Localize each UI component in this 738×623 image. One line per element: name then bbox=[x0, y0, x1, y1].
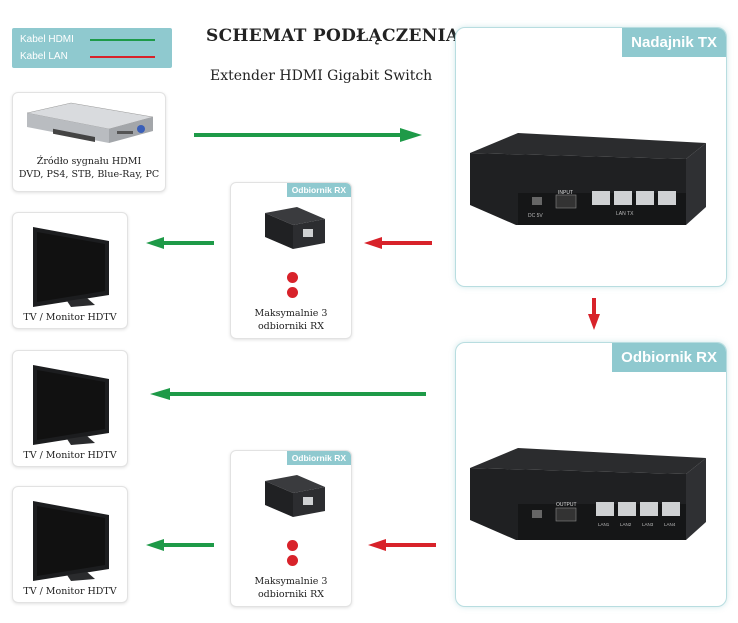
source-caption-line1: Źródło sygnału HDMI bbox=[36, 156, 142, 167]
source-card: Źródło sygnału HDMI DVD, PS4, STB, Blue-… bbox=[12, 92, 166, 192]
transmitter-input-label: INPUT bbox=[558, 190, 573, 196]
rx-unit-caption-2b: odbiorniki RX bbox=[257, 589, 325, 600]
receiver-panel: Odbiornik RX OUTPUT LAN1 LAN2 LAN3 LAN4 bbox=[455, 342, 727, 607]
transmitter-panel: Nadajnik TX DC 5V INPUT LAN TX bbox=[455, 27, 727, 287]
rx-unit-tab-2: Odbiornik RX bbox=[286, 451, 351, 465]
tv-caption-1: TV / Monitor HDTV bbox=[23, 312, 117, 323]
legend-lan-label: Kabel LAN bbox=[20, 51, 68, 62]
receiver-device-icon: OUTPUT LAN1 LAN2 LAN3 LAN4 bbox=[470, 448, 706, 540]
rx-unit-tab-1: Odbiornik RX bbox=[286, 183, 351, 197]
tv-monitor-icon-3 bbox=[33, 501, 109, 581]
legend-hdmi-label: Kabel HDMI bbox=[20, 34, 74, 45]
transmitter-device-icon: DC 5V INPUT LAN TX bbox=[470, 133, 706, 225]
rx-unit-icon-2 bbox=[265, 475, 325, 517]
legend-hdmi-line bbox=[90, 38, 155, 41]
lan-arrow-tx-to-receiver bbox=[588, 298, 600, 330]
receiver-port-label-3: LAN3 bbox=[642, 522, 654, 527]
rx-unit-caption-1a: Maksymalnie 3 bbox=[254, 308, 328, 319]
lan-arrow-tx-to-rx1 bbox=[364, 237, 432, 249]
tv-card-3: TV / Monitor HDTV bbox=[12, 486, 128, 603]
hdmi-arrow-rx1-to-tv1 bbox=[146, 237, 214, 249]
rx-dot-2b bbox=[287, 555, 298, 566]
transmitter-tab: Nadajnik TX bbox=[622, 28, 726, 57]
legend-lan: Kabel LAN bbox=[20, 48, 164, 65]
svg-text:DC 5V: DC 5V bbox=[528, 213, 543, 219]
receiver-port-label-4: LAN4 bbox=[664, 522, 676, 527]
rx-unit-icon-1 bbox=[265, 207, 325, 249]
tv-caption-3: TV / Monitor HDTV bbox=[23, 586, 117, 597]
hdmi-arrow-source-to-tx bbox=[194, 128, 422, 142]
diagram-subtitle: Extender HDMI Gigabit Switch bbox=[210, 68, 433, 84]
tv-monitor-icon-2 bbox=[33, 365, 109, 445]
receiver-output-label: OUTPUT bbox=[556, 502, 577, 508]
lan-arrow-receiver-to-rx2 bbox=[368, 539, 436, 551]
legend-hdmi: Kabel HDMI bbox=[20, 31, 164, 48]
rx-dot-1b bbox=[287, 287, 298, 298]
receiver-port-label-2: LAN2 bbox=[620, 522, 632, 527]
tv-monitor-icon-1 bbox=[33, 227, 109, 307]
source-caption-line2: DVD, PS4, STB, Blue-Ray, PC bbox=[18, 169, 160, 180]
legend-lan-line bbox=[90, 55, 155, 58]
rx-unit-card-2: Odbiornik RX Maksymalnie 3 odbiorniki RX bbox=[230, 450, 352, 607]
receiver-tab: Odbiornik RX bbox=[612, 343, 726, 372]
rx-dot-2a bbox=[287, 540, 298, 551]
dvd-player-icon bbox=[26, 102, 154, 143]
rx-dot-1a bbox=[287, 272, 298, 283]
tv-card-2: TV / Monitor HDTV bbox=[12, 350, 128, 467]
rx-unit-card-1: Odbiornik RX Maksymalnie 3 odbiorniki RX bbox=[230, 182, 352, 339]
receiver-port-label-1: LAN1 bbox=[598, 522, 610, 527]
hdmi-arrow-receiver-to-tv2 bbox=[150, 388, 426, 400]
legend: Kabel HDMI Kabel LAN bbox=[12, 28, 172, 68]
rx-unit-caption-2a: Maksymalnie 3 bbox=[254, 576, 328, 587]
hdmi-arrow-rx2-to-tv3 bbox=[146, 539, 214, 551]
tv-card-1: TV / Monitor HDTV bbox=[12, 212, 128, 329]
rx-unit-caption-1b: odbiorniki RX bbox=[257, 321, 325, 332]
diagram-title: SCHEMAT PODŁĄCZENIA bbox=[206, 26, 460, 46]
tv-caption-2: TV / Monitor HDTV bbox=[23, 450, 117, 461]
transmitter-lan-label: LAN TX bbox=[616, 211, 634, 217]
